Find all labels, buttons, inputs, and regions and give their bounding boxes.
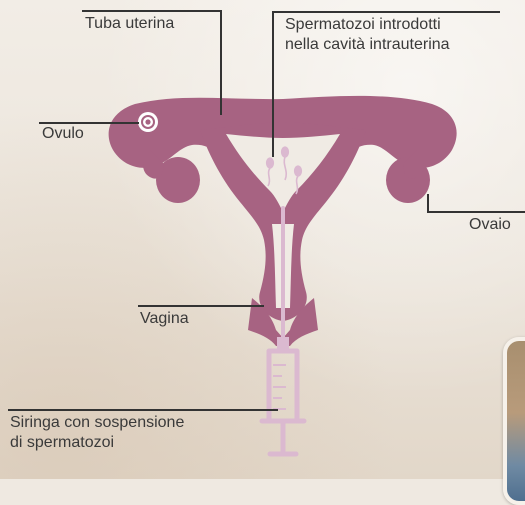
label-tuba-uterina: Tuba uterina (85, 14, 174, 33)
uterus-diagram (0, 0, 525, 479)
siringa-leader (8, 409, 278, 411)
sperm-2-head (282, 147, 289, 157)
label-spermatozoi-line2: nella cavità intrauterina (285, 35, 450, 54)
vagina-leader (138, 305, 264, 307)
tuba-uterina-leader-h (82, 10, 220, 12)
label-ovaio: Ovaio (469, 215, 511, 234)
label-siringa-line2: di spermatozoi (10, 433, 114, 452)
sperm-3-tail (296, 176, 298, 194)
syringe-markings (273, 365, 286, 409)
label-ovulo: Ovulo (42, 124, 84, 143)
label-spermatozoi-line1: Spermatozoi introdotti (285, 15, 441, 34)
spermatozoi-leader-h (272, 11, 500, 13)
tuba-uterina-leader-v (220, 10, 222, 115)
sperm-1-head (267, 158, 274, 168)
ovum-icon (138, 112, 158, 132)
ovaio-leader-v (427, 194, 429, 212)
spermatozoi-leader-v (272, 11, 274, 157)
sperm-3-head (295, 166, 302, 176)
sperm-1-tail (268, 168, 270, 186)
photo-thumbnail (503, 337, 525, 505)
label-siringa-line1: Siringa con sospensione (10, 413, 184, 432)
label-vagina: Vagina (140, 309, 189, 328)
syringe-hub (277, 337, 289, 349)
ovaio-leader-h (427, 211, 525, 213)
